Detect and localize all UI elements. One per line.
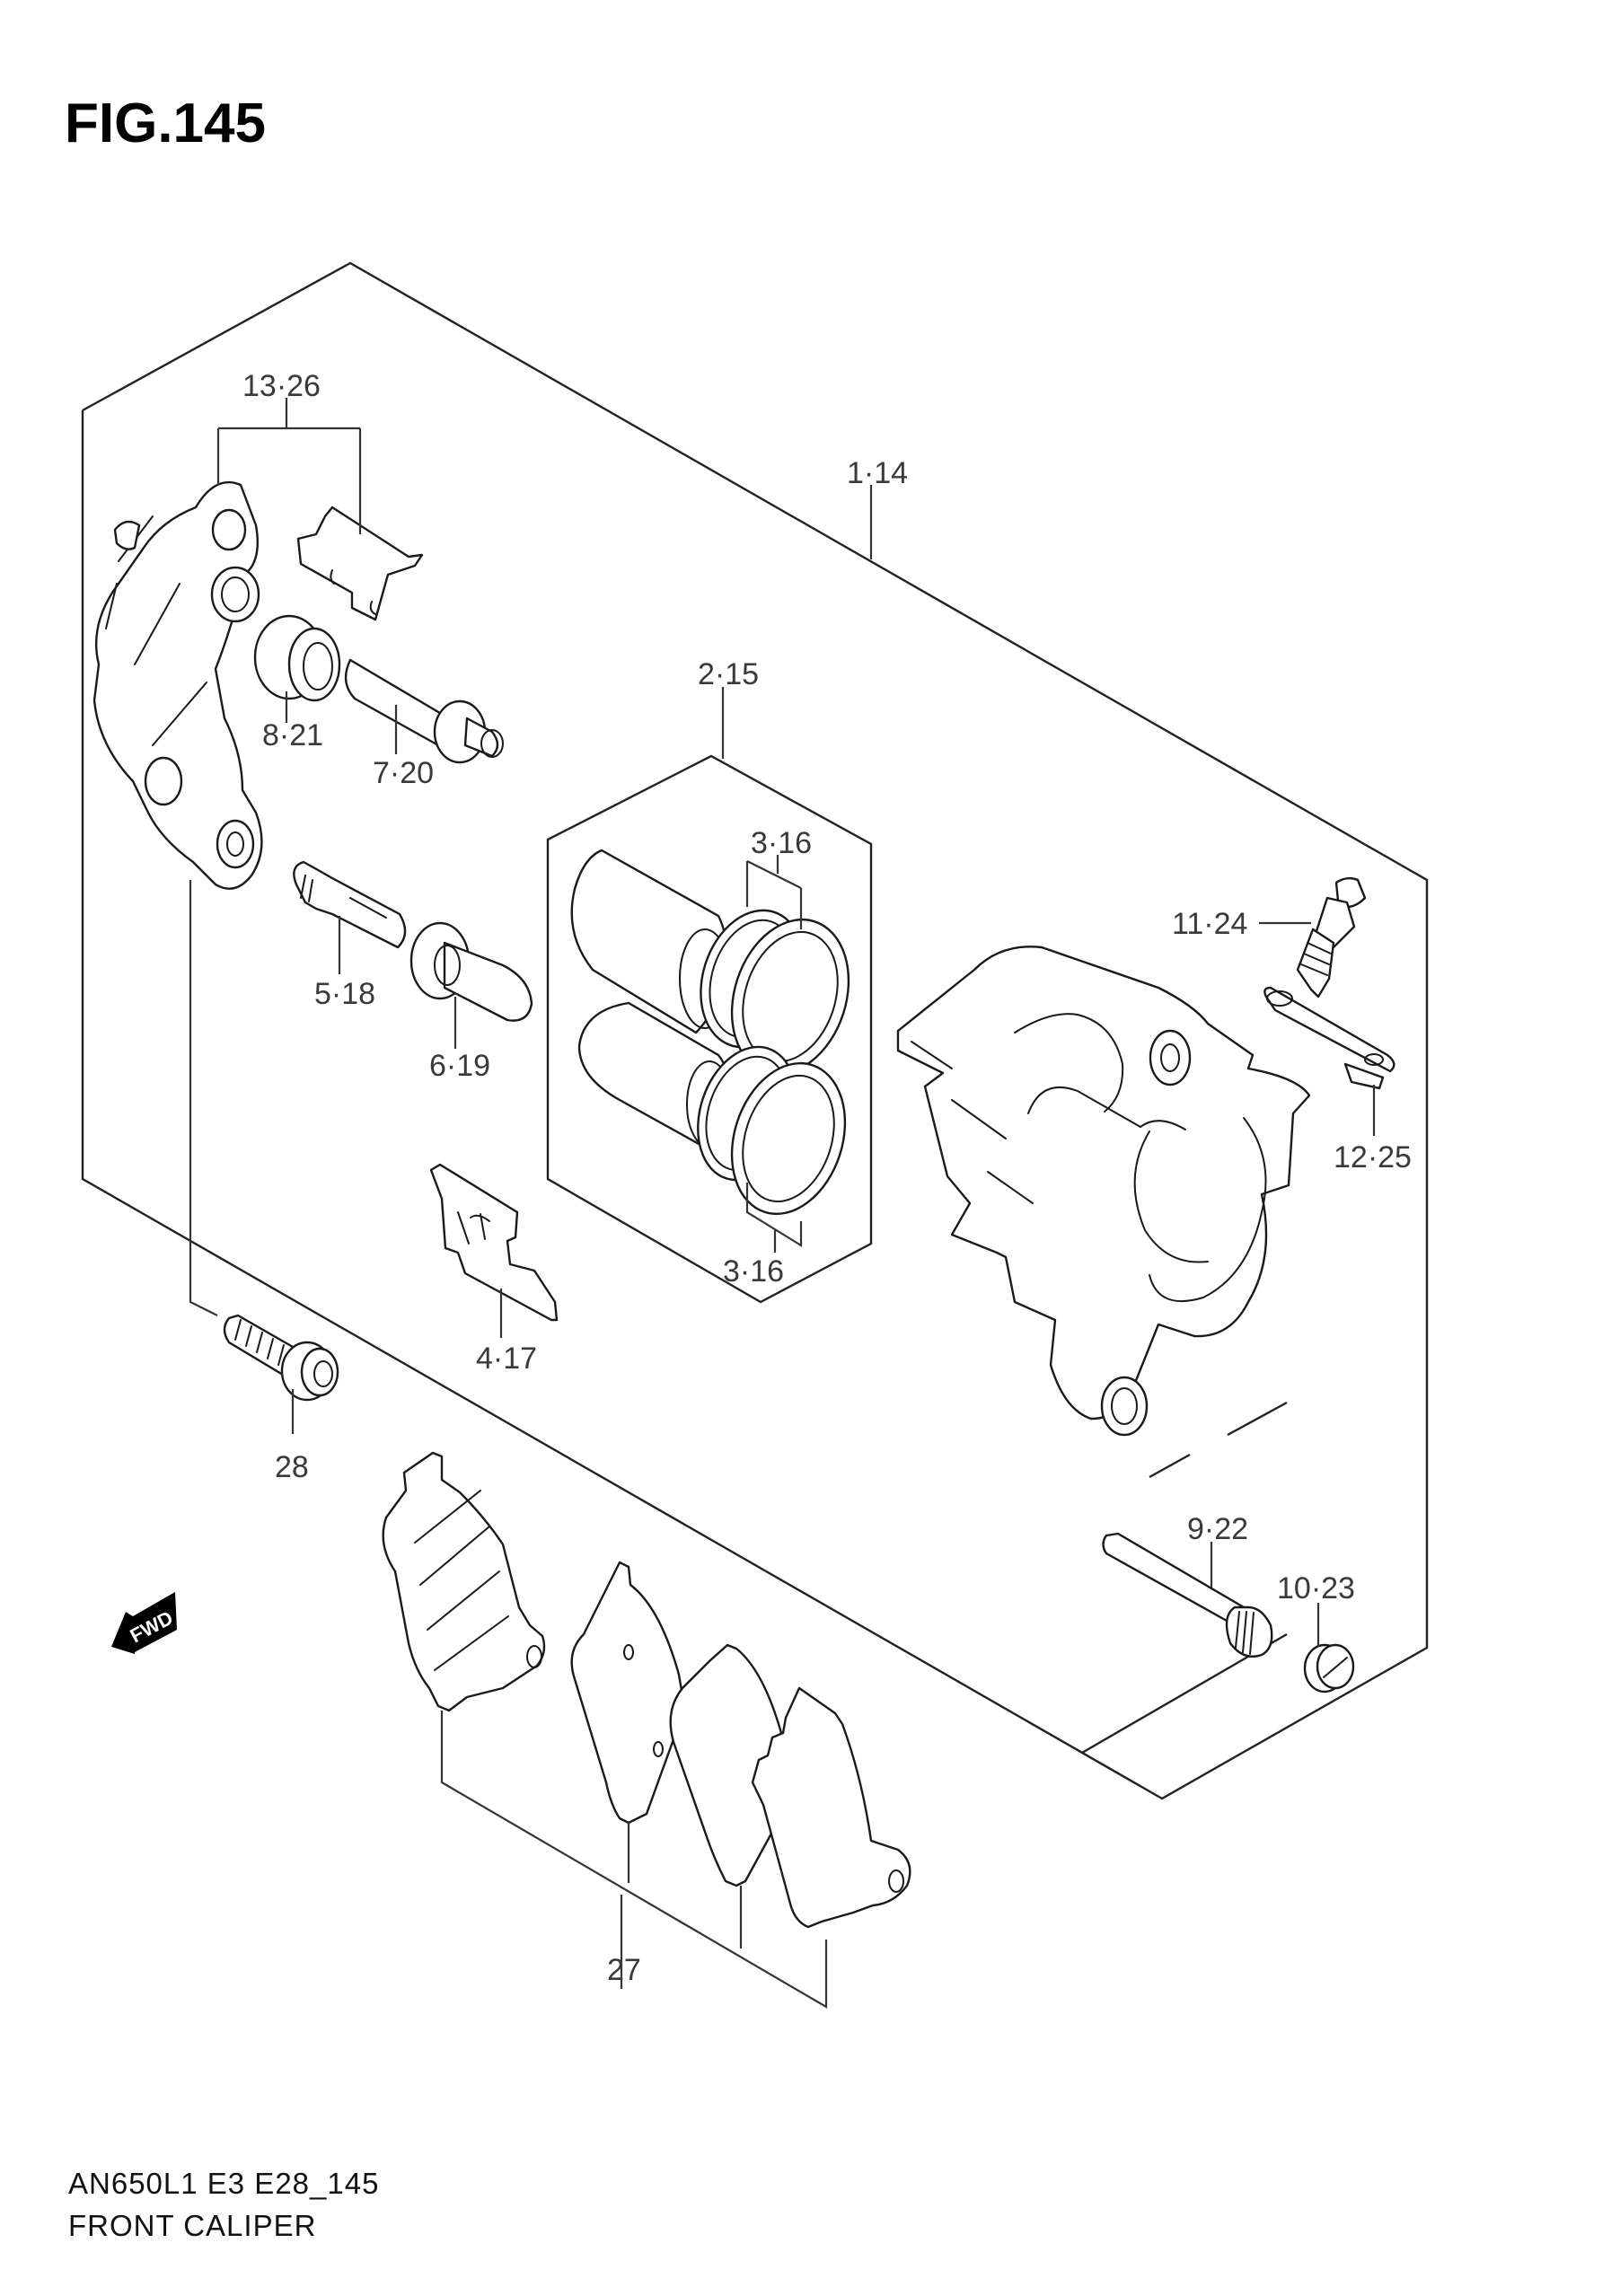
pin-plug-part	[1303, 1643, 1355, 1693]
callout-12-25[interactable]: 12·25	[1334, 1140, 1412, 1174]
leader-lines	[189, 398, 1376, 2009]
callout-1-14[interactable]: 1·14	[847, 456, 908, 490]
callout-13-26[interactable]: 13·26	[242, 369, 321, 403]
callout-27[interactable]: 27	[607, 1953, 641, 1987]
figure-title: FIG.145	[65, 92, 266, 154]
callout-11-24[interactable]: 11·24	[1172, 907, 1247, 941]
caliper-slide-pin-part	[344, 658, 504, 764]
brake-pad-1	[382, 1451, 546, 1712]
pad-spring	[296, 506, 424, 621]
model-code: AN650L1 E3 E28_145	[68, 2167, 379, 2200]
callout-8-21[interactable]: 8·21	[262, 718, 323, 752]
pad-mounting-pin-part	[1102, 1532, 1273, 1658]
callout-9-22[interactable]: 9·22	[1187, 1512, 1248, 1546]
fwd-arrow-icon: FWD	[111, 1592, 177, 1654]
slide-pin-boot-part	[409, 921, 533, 1022]
bleeder-valve-part	[1296, 876, 1367, 998]
brake-pad-2	[570, 1561, 686, 1825]
pin-boot-part	[253, 614, 341, 702]
caliper-bracket	[92, 480, 263, 890]
callout-5-18[interactable]: 5·18	[314, 977, 375, 1011]
piston-frame	[546, 754, 873, 1304]
callout-7-20[interactable]: 7·20	[373, 756, 434, 790]
brake-pad-3	[669, 1643, 785, 1887]
bracket-slide-pin-part	[293, 860, 407, 949]
callout-2-15[interactable]: 2·15	[698, 657, 759, 691]
assembly-frame	[81, 261, 1429, 1800]
mounting-bolt-part	[223, 1314, 339, 1402]
pad-retainer-part	[429, 1163, 559, 1322]
brake-pad-4	[751, 1686, 911, 1929]
seal-lower-outer	[730, 1061, 847, 1216]
caliper-body	[896, 946, 1311, 1437]
callout-6-19[interactable]: 6·19	[429, 1049, 490, 1083]
callout-28[interactable]: 28	[275, 1450, 309, 1484]
callout-3-16-upper[interactable]: 3·16	[751, 826, 812, 860]
figure-caption: FRONT CALIPER	[68, 2209, 316, 2242]
callout-3-16-lower[interactable]: 3·16	[723, 1254, 784, 1289]
callout-4-17[interactable]: 4·17	[476, 1342, 537, 1376]
assembly-frame-notch	[1149, 1401, 1288, 1479]
bleeder-cap-part	[1263, 986, 1395, 1090]
callout-10-23[interactable]: 10·23	[1277, 1571, 1355, 1605]
